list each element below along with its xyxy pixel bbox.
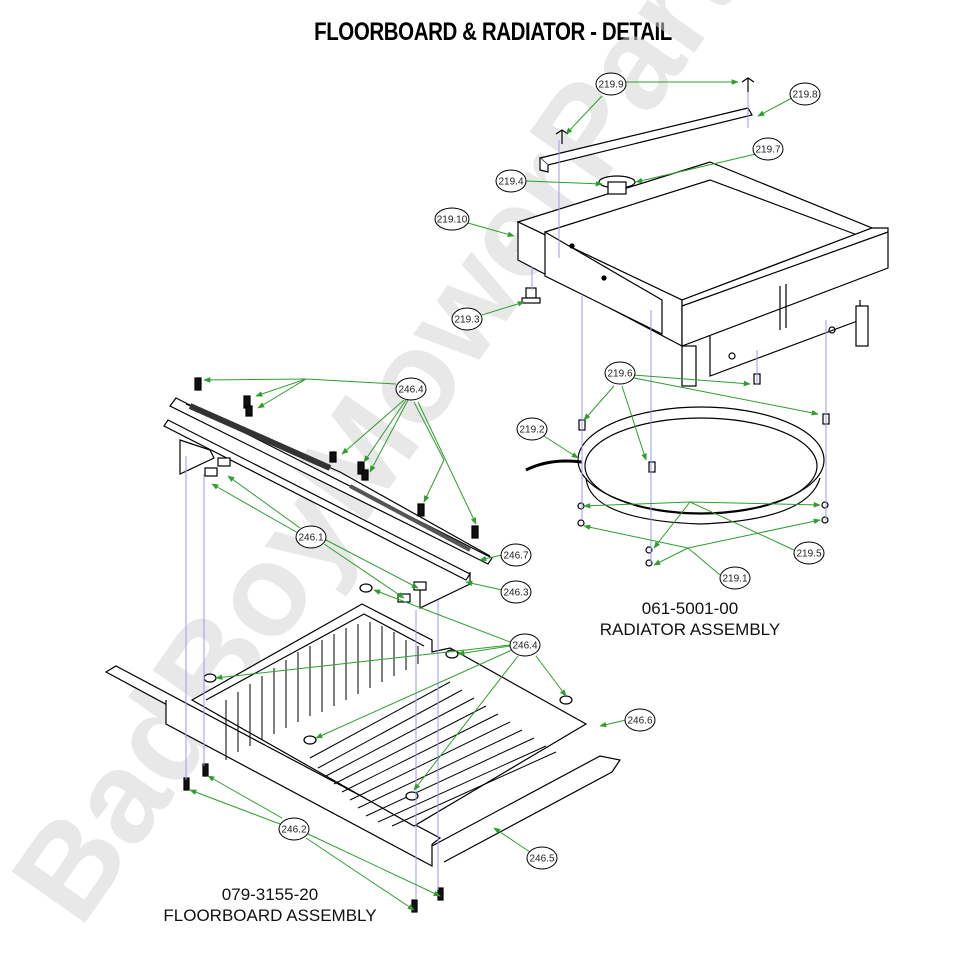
callout-219-5: 219.5: [793, 541, 825, 565]
svg-text:BadBoyMowerParts.com: BadBoyMowerParts.com: [0, 0, 980, 946]
callout-label: 246.2: [281, 825, 306, 836]
callout-label: 246.6: [627, 716, 652, 727]
callout-246-7: 246.7: [500, 543, 532, 567]
callout-label: 219.2: [519, 425, 544, 436]
callout-label: 219.1: [722, 574, 747, 585]
callout-219-7: 219.7: [752, 137, 784, 161]
callout-label: 246.7: [503, 551, 528, 562]
leader-lines: [189, 79, 821, 911]
callout-label: 219.6: [607, 369, 632, 380]
radiator-part-number: 061-5001-00: [641, 599, 739, 618]
callout-219-9: 219.9: [595, 72, 627, 96]
floorboard-part-number: 079-3155-20: [221, 885, 319, 904]
assembly-axis-lines: [185, 92, 827, 900]
callout-219-3: 219.3: [451, 307, 483, 331]
radiator-core: [525, 373, 830, 567]
callout-label: 219.10: [437, 215, 468, 226]
callout-label: 246.1: [298, 533, 323, 544]
callout-246-3: 246.3: [500, 580, 532, 604]
callout-246-5: 246.5: [526, 846, 558, 870]
callout-246-4: 246.4: [509, 633, 541, 657]
callout-246-1: 246.1: [295, 525, 327, 549]
callout-bubbles: 219.9 219.8 219.7 219.4 219.10 219.3 219.6 219.…: [278, 72, 825, 870]
callout-246-4: 246.4: [395, 377, 427, 401]
floorboard-assembly-label: 079-3155-20 FLOORBOARD ASSEMBLY: [140, 884, 400, 926]
callout-219-8: 219.8: [789, 82, 821, 106]
callout-label: 246.4: [398, 385, 423, 396]
callout-label: 246.4: [512, 641, 537, 652]
radiator-assembly-label: 061-5001-00 RADIATOR ASSEMBLY: [560, 598, 820, 640]
callout-label: 219.4: [498, 177, 523, 188]
callout-label: 246.5: [529, 854, 554, 865]
callout-219-1: 219.1: [719, 566, 751, 590]
callout-246-2: 246.2: [278, 817, 310, 841]
floorboard-lower: [104, 583, 621, 913]
callout-label: 219.5: [796, 549, 821, 560]
callout-label: 219.7: [755, 145, 780, 156]
callout-246-6: 246.6: [624, 708, 656, 732]
callout-label: 219.8: [792, 90, 817, 101]
callout-219-10: 219.10: [434, 207, 470, 231]
callout-label: 219.3: [454, 315, 479, 326]
watermark: BadBoyMowerParts.com: [0, 0, 980, 946]
radiator-assembly-name: RADIATOR ASSEMBLY: [599, 620, 781, 639]
callout-219-2: 219.2: [516, 417, 548, 441]
callout-label: 246.3: [503, 588, 528, 599]
page-title: FLOORBOARD & RADIATOR - DETAIL: [314, 18, 672, 46]
floorboard-assembly-name: FLOORBOARD ASSEMBLY: [163, 906, 377, 925]
callout-219-6: 219.6: [604, 361, 636, 385]
radiator-housing: [516, 77, 889, 387]
floorboard-upper-panel: [163, 377, 493, 609]
callout-219-4: 219.4: [495, 169, 527, 193]
callout-label: 219.9: [598, 80, 623, 91]
